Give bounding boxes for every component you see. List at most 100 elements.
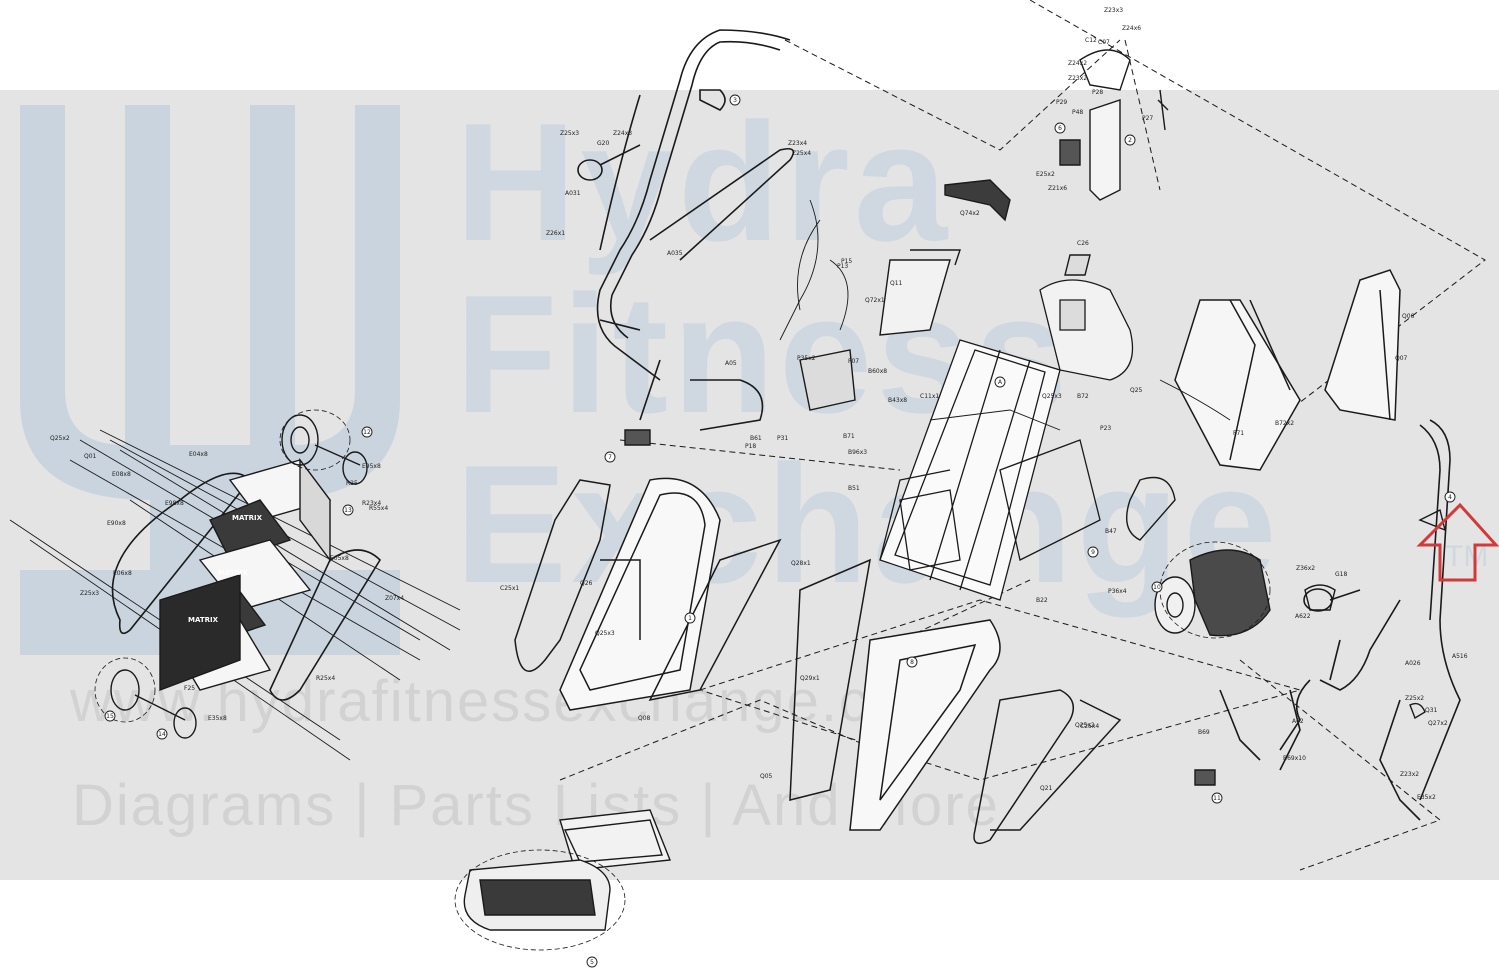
part-number-label: B72x2 <box>1275 420 1294 427</box>
part-number-label: E06x8 <box>113 570 132 577</box>
part-number-label: Q11 <box>890 280 903 287</box>
part-number-label: P13 <box>837 263 848 270</box>
callout-number: 1 <box>688 615 692 622</box>
callout-number: 9 <box>1091 549 1095 556</box>
part-number-label: B51 <box>848 485 860 492</box>
part-number-label: P23 <box>1100 425 1111 432</box>
part-number-label: Q01 <box>84 453 97 460</box>
callout-marker: 6 <box>1054 122 1066 134</box>
wiring-harness <box>779 199 1231 431</box>
part-number-label: Q26 <box>580 580 593 587</box>
callout-arrow-icon <box>1416 502 1499 582</box>
part-number-label: Q74x2 <box>960 210 980 217</box>
part-number-label: P36x4 <box>1108 588 1127 595</box>
callout-circle <box>104 710 116 722</box>
part-number-label: R25x4 <box>316 675 335 682</box>
part-number-label: P48 <box>1072 109 1083 116</box>
part-number-label: Q72x1 <box>865 297 885 304</box>
callout-circle <box>684 612 696 624</box>
callout-marker: 10 <box>1151 581 1163 593</box>
part-number-label: P31 <box>777 435 788 442</box>
callout-circle <box>1054 122 1066 134</box>
callout-marker: 15 <box>104 710 116 722</box>
axle-pulley-top <box>279 409 368 485</box>
callout-circle <box>1444 491 1456 503</box>
drive-unit <box>1126 476 1271 639</box>
callout-circle <box>906 656 918 668</box>
part-number-label: B96x3 <box>848 449 867 456</box>
watermark-tagline: Diagrams | Parts Lists | And More <box>72 773 1000 838</box>
callout-marker: 5 <box>586 956 598 968</box>
callout-circle <box>156 728 168 740</box>
part-number-label: F25 <box>184 685 195 692</box>
callout-number: 6 <box>1058 125 1062 132</box>
callout-marker: 3 <box>729 94 741 106</box>
part-number-label: Z21x6 <box>1048 185 1067 192</box>
callout-marker: 12 <box>361 426 373 438</box>
callout-circle <box>1124 134 1136 146</box>
part-number-label: E95x8 <box>362 463 381 470</box>
callout-number: 8 <box>910 659 914 666</box>
part-number-label: C12 <box>1085 37 1097 44</box>
part-number-label: Q05 <box>760 773 773 780</box>
bottom-step-pedal <box>454 849 626 951</box>
part-number-label: Q25x3 <box>595 630 615 637</box>
part-number-label: R23x4 <box>362 500 381 507</box>
part-number-label: F71 <box>1233 430 1244 437</box>
part-number-label: Q25x2 <box>50 435 70 442</box>
callout-number: 12 <box>363 429 371 436</box>
callout-number: 7 <box>608 454 612 461</box>
callout-number: A <box>998 379 1003 386</box>
part-number-label: A05 <box>725 360 737 367</box>
callout-number: 2 <box>1128 137 1132 144</box>
callout-number: 3 <box>733 97 737 104</box>
part-number-label: E04x8 <box>189 451 208 458</box>
callout-number: 10 <box>1153 584 1161 591</box>
part-number-label: G20 <box>597 140 609 147</box>
part-number-label: Z25x3 <box>80 590 99 597</box>
part-number-label: B43x8 <box>888 397 907 404</box>
part-number-label: E98x8 <box>165 500 184 507</box>
callout-circle <box>1211 792 1223 804</box>
callout-number: 5 <box>590 959 594 966</box>
part-number-label: Z23x4 <box>788 140 807 147</box>
part-number-label: Z24x3 <box>613 130 632 137</box>
part-number-label: Q08 <box>638 715 651 722</box>
part-number-label: P28 <box>1092 89 1103 96</box>
callout-marker: 13 <box>342 504 354 516</box>
part-number-label: E35x2 <box>1417 794 1436 801</box>
part-number-label: P29 <box>1056 99 1067 106</box>
part-number-label: Z23x2 <box>1400 771 1419 778</box>
part-number-label: A031 <box>565 190 581 197</box>
callout-marker: 9 <box>1087 546 1099 558</box>
part-number-label: Q25x2 <box>1075 722 1095 729</box>
part-number-label: B71 <box>843 433 855 440</box>
callout-circle <box>729 94 741 106</box>
hydra-logo-icon <box>20 105 400 655</box>
main-frame <box>879 279 1134 601</box>
part-number-label: B69 <box>1198 729 1210 736</box>
callout-marker: 2 <box>1124 134 1136 146</box>
left-handrail <box>577 29 795 431</box>
part-number-label: Q06 <box>1402 313 1415 320</box>
step-brand-label: MATRIX <box>188 616 219 624</box>
part-number-label: P18 <box>745 443 756 450</box>
part-number-label: B69x10 <box>1283 755 1306 762</box>
part-number-label: G18 <box>1335 571 1347 578</box>
callout-marker: A <box>994 376 1006 388</box>
part-number-label: Z36x2 <box>1296 565 1315 572</box>
part-number-label: Q25x3 <box>1042 393 1062 400</box>
part-number-label: A02 <box>1292 718 1304 725</box>
part-number-label: Q27x2 <box>1428 720 1448 727</box>
part-number-label: A035 <box>667 250 683 257</box>
part-number-label: Z07x4 <box>385 595 404 602</box>
part-number-label: A516 <box>1452 653 1468 660</box>
part-number-label: B72 <box>1077 393 1089 400</box>
part-number-label: C11x1 <box>920 393 939 400</box>
right-handrail <box>1219 419 1461 821</box>
small-parts <box>559 249 1447 871</box>
step-chain-loop <box>111 472 252 635</box>
part-number-label: B60x8 <box>868 368 887 375</box>
console-mast <box>1059 49 1169 276</box>
